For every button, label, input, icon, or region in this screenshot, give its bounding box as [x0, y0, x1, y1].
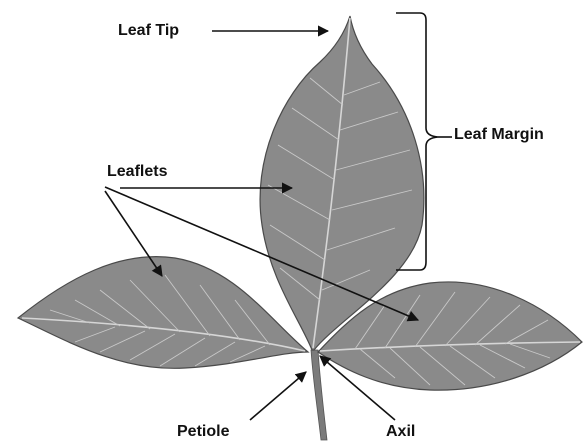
petiole-stem	[311, 350, 327, 440]
petiole-label: Petiole	[177, 424, 229, 440]
leaf-tip-label: Leaf Tip	[118, 23, 179, 39]
petiole-arrow	[250, 372, 306, 420]
left-leaflet	[18, 257, 308, 369]
leaflets-label: Leaflets	[107, 164, 167, 180]
axil-label: Axil	[386, 424, 415, 440]
leaf-margin-label: Leaf Margin	[454, 127, 544, 143]
